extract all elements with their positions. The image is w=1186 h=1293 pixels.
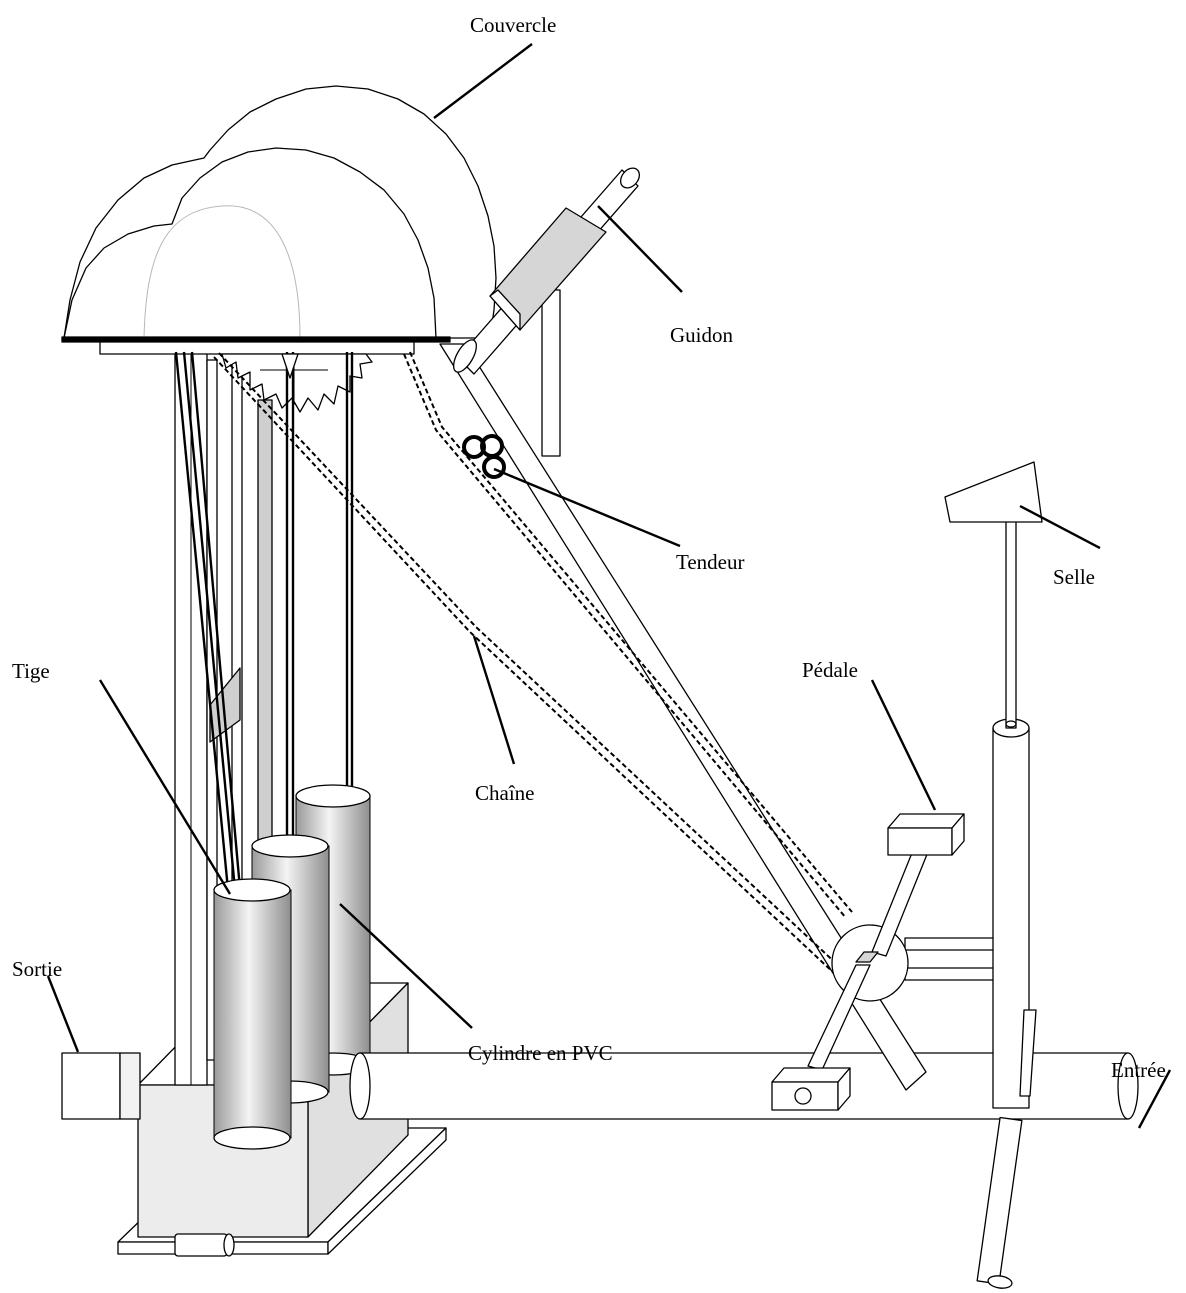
chain: [213, 351, 853, 976]
pedal-crank: [807, 831, 998, 1071]
base-pipe: [174, 1233, 235, 1257]
label-chaine: Chaîne: [475, 781, 534, 805]
leader-chaine: [472, 635, 516, 765]
leader-cylindre: [339, 903, 473, 1029]
leader-sortie: [46, 975, 80, 1053]
diagonal-frame: [439, 289, 927, 1091]
leader-guidon: [597, 205, 683, 293]
label-tige: Tige: [12, 659, 50, 683]
frame-posts: [174, 341, 273, 1086]
label-selle: Selle: [1053, 565, 1095, 589]
label-guidon: Guidon: [670, 323, 734, 347]
label-pedale: Pédale: [802, 658, 858, 682]
saddle: [944, 461, 1043, 523]
upper-sprocket: [221, 353, 373, 413]
leader-tendeur: [493, 467, 681, 548]
label-cylindre: Cylindre en PVC: [468, 1041, 613, 1065]
leader-pedale: [870, 679, 937, 811]
pedal-lower: [771, 1067, 851, 1111]
label-sortie: Sortie: [12, 957, 62, 981]
handlebar: [452, 167, 641, 375]
leader-entree: [1137, 1069, 1172, 1129]
leader-tige: [98, 679, 232, 895]
main-pipe: [349, 1052, 1139, 1289]
seat-post: [992, 519, 1037, 1109]
outlet-pipe: [61, 1052, 141, 1120]
label-entree: Entrée: [1111, 1058, 1166, 1082]
leader-selle: [1019, 504, 1101, 550]
pvc-cylinder-front: [213, 878, 292, 1150]
chain-tensioner: [462, 434, 506, 479]
label-couvercle: Couvercle: [470, 13, 556, 37]
leader-couvercle: [433, 43, 533, 119]
cover-dome: [61, 85, 497, 355]
label-tendeur: Tendeur: [676, 550, 745, 574]
pedal-upper: [887, 813, 965, 856]
